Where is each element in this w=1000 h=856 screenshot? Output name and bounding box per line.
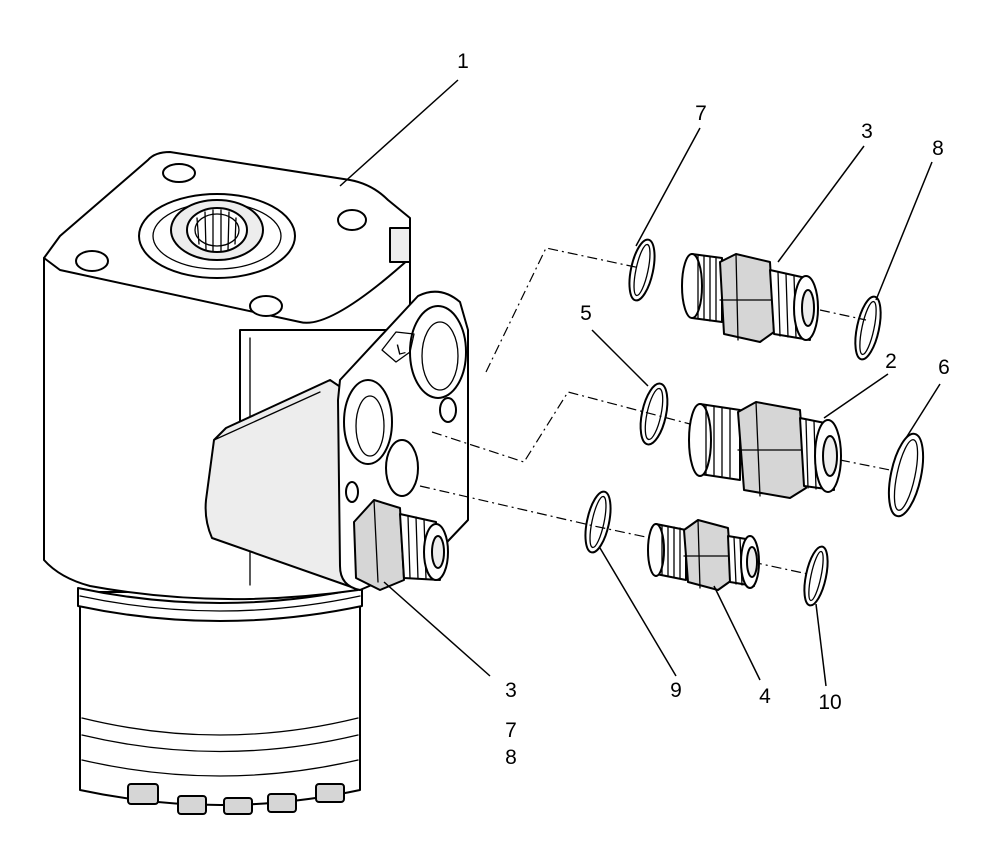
assembly-centerlines: [419, 247, 891, 575]
callout-1: 1: [457, 50, 469, 73]
callouts: 1 7 3 8 5 2 6 9 4 10 3 7 8: [457, 50, 950, 769]
o-ring-9: [584, 490, 612, 554]
callout-7-top: 7: [695, 102, 707, 125]
o-ring-7: [628, 238, 656, 302]
callout-5: 5: [580, 302, 592, 325]
callout-8-bottom: 8: [505, 746, 517, 769]
callout-6: 6: [938, 356, 950, 379]
leader-lines: [339, 79, 941, 687]
fitting-2: [688, 401, 842, 499]
callout-4: 4: [759, 685, 771, 708]
callout-10: 10: [818, 691, 841, 714]
callout-3-bottom: 3: [505, 679, 517, 702]
o-ring-10: [803, 545, 829, 607]
o-ring-8: [854, 295, 882, 361]
fitting-4: [647, 519, 760, 591]
o-ring-5: [639, 382, 669, 446]
callout-8-top: 8: [932, 137, 944, 160]
callout-2: 2: [885, 350, 897, 373]
callout-3-top: 3: [861, 120, 873, 143]
fitting-3: [681, 253, 819, 343]
callout-9: 9: [670, 679, 682, 702]
installed-fitting: [353, 499, 449, 591]
port-label: L: [395, 340, 407, 359]
o-ring-6: [887, 432, 925, 518]
callout-7-bottom: 7: [505, 719, 517, 742]
